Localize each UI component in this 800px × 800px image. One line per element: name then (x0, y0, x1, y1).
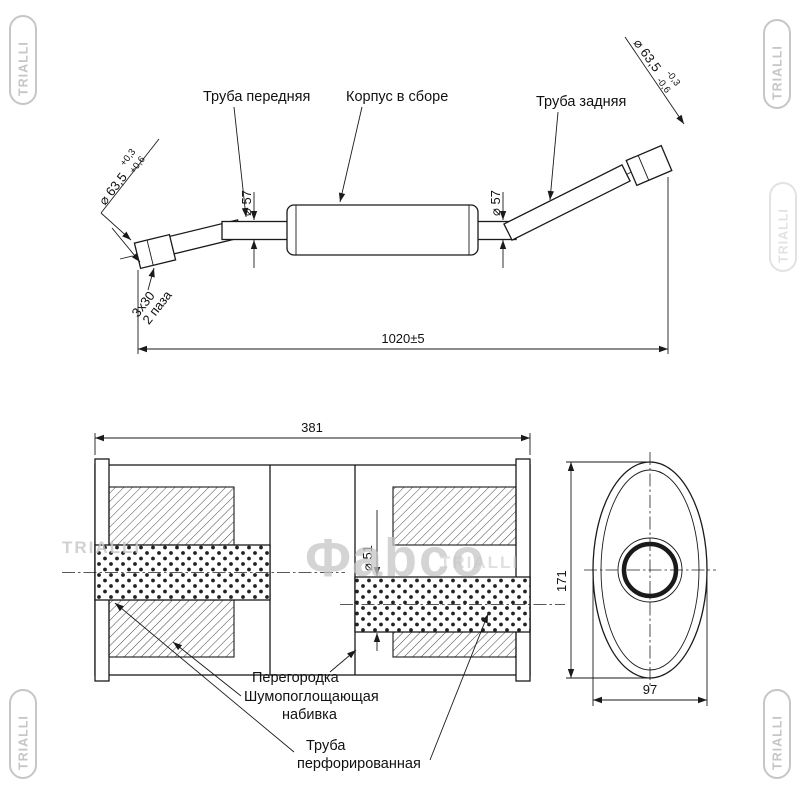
leader-perforated-left (114, 602, 295, 753)
dim-rear-pipe-diameter: ⌀ 57 (488, 190, 507, 268)
muffler-body (286, 204, 479, 256)
watermark-brand-text: TRIALLI (771, 715, 785, 770)
watermark-flat-left: TRIALLI (62, 538, 141, 557)
dim-body-length: 381 (94, 420, 531, 455)
leader-rear-pipe (547, 111, 559, 201)
dim-text-outlet-diameter: ⌀ 63,5 (631, 36, 665, 75)
padding-hatch-top-right (392, 486, 517, 546)
watermark-badge-bottom-left: TRIALLI (9, 689, 37, 779)
dim-text-body-length: 381 (301, 420, 323, 435)
watermark-logo-symbol: Ф (305, 528, 353, 588)
watermark-brand-text: TRIALLI (771, 45, 785, 100)
outlet-flange (625, 144, 673, 187)
dim-end-width: 97 (592, 578, 708, 706)
label-front-pipe: Труба передняя (203, 89, 310, 105)
dim-inner-pipe-diameter: ⌀ 51 (360, 510, 381, 651)
dim-outlet-diameter: ⌀ 63,5 -0,3 -0,6 (624, 36, 685, 125)
leader-padding (172, 641, 242, 697)
padding-hatch-bottom-left (108, 599, 235, 658)
watermark-badge-bottom-right: TRIALLI (763, 689, 791, 779)
end-view: 171 97 (554, 452, 716, 706)
note-slots: 3х30 2 паза (129, 267, 175, 327)
watermark-brand-text: TRIALLI (17, 41, 31, 96)
label-padding-line1: Шумопоглощающая (244, 689, 379, 705)
watermark-flat-right: TRIALLI (440, 553, 519, 572)
front-pipe-straight (221, 220, 293, 241)
watermark-center-logo: Ф abco (305, 528, 486, 588)
dim-text-end-height: 171 (554, 570, 569, 592)
inlet-flange (133, 233, 177, 270)
watermark-brand-text: TRIALLI (17, 715, 31, 770)
leader-body-assembly (338, 106, 363, 203)
dim-overall-length: 1020±5 (137, 177, 669, 354)
dim-end-height: 171 (554, 461, 648, 679)
watermark-brand-text: TRIALLI (777, 208, 791, 263)
label-perforated-line1: Труба (306, 738, 346, 754)
dim-text-rear-diameter: ⌀ 57 (488, 190, 503, 216)
label-perforated-line2: перфорированная (297, 756, 421, 772)
label-body-assembly: Корпус в сборе (346, 89, 448, 105)
label-padding-line2: набивка (282, 707, 338, 723)
assembly-view: ⌀ 57 ⌀ 57 Труба передняя Корпус в сборе … (96, 36, 685, 354)
dim-text-end-width: 97 (643, 682, 657, 697)
section-view: TRIALLI TRIALLI 381 ⌀ 51 Перегородка Шум… (62, 420, 565, 772)
label-partition: Перегородка (252, 670, 340, 686)
watermark-badge-middle-right: TRIALLI (769, 182, 797, 272)
rear-pipe-segment (503, 164, 631, 241)
padding-hatch-top-left (108, 486, 235, 546)
watermark-badge-top-left: TRIALLI (9, 15, 37, 105)
leader-partition (329, 649, 357, 673)
label-rear-pipe: Труба задняя (536, 94, 626, 110)
watermark-logo-text: abco (352, 528, 486, 588)
dim-text-front-diameter: ⌀ 57 (239, 190, 254, 216)
dim-text-inlet-diameter: ⌀ 63,5 (96, 170, 130, 208)
leader-perforated-right (429, 613, 489, 761)
watermark-badge-top-right: TRIALLI (763, 19, 791, 109)
dim-text-overall-length: 1020±5 (381, 331, 424, 346)
dim-text-inner-pipe-diameter: ⌀ 51 (360, 545, 375, 571)
leader-front-pipe (233, 106, 249, 218)
